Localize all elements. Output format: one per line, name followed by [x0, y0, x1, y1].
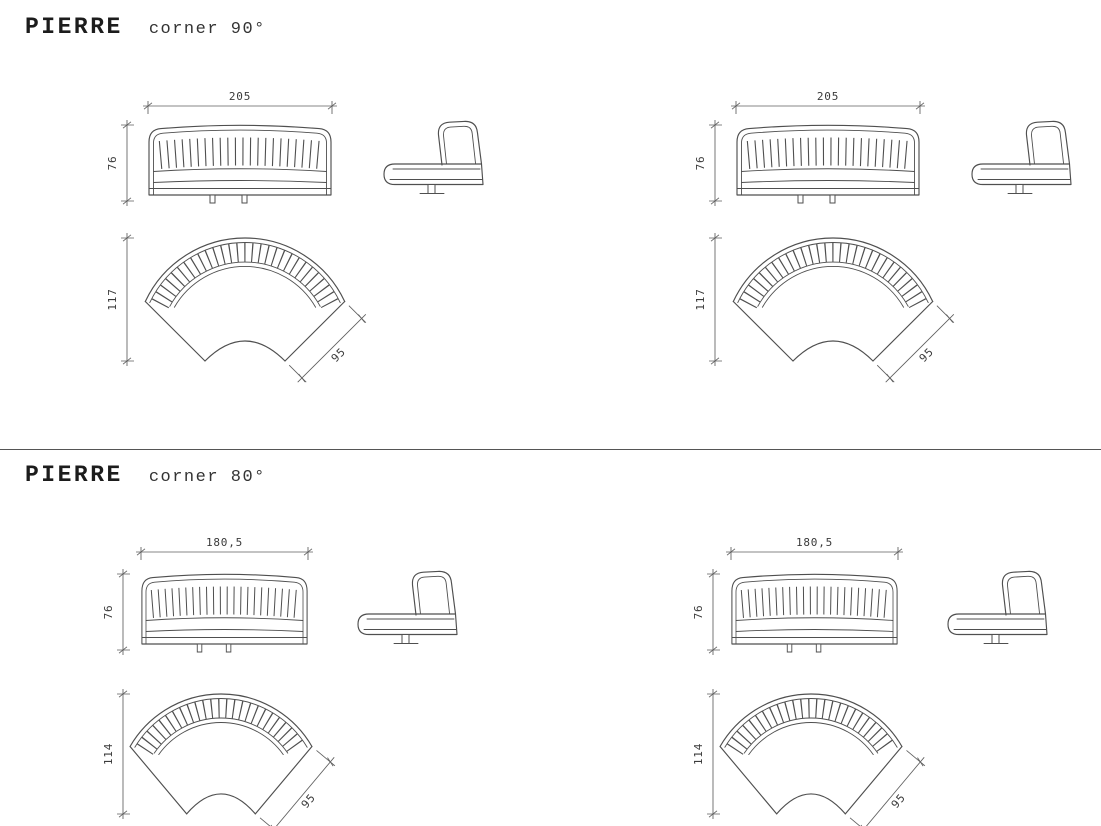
depth-dimension: [117, 689, 130, 819]
front-view: [142, 574, 307, 652]
height-dimension: [707, 569, 720, 655]
section-header-corner-90: PIERRE corner 90°: [25, 14, 266, 40]
dim-label-plan-depth: 117: [694, 288, 707, 310]
depth-dimension: [121, 233, 134, 366]
dim-label-front-height: 76: [692, 605, 705, 620]
height-dimension: [709, 120, 722, 206]
depth-dimension: [707, 689, 720, 819]
width-dimension: [136, 547, 313, 560]
width-dimension: [731, 101, 925, 114]
dim-label-front-height: 76: [106, 156, 119, 171]
dim-label-plan-depth: 117: [106, 288, 119, 310]
dim-label-plan-depth: 114: [692, 743, 705, 765]
dim-label-front-width: 205: [817, 90, 839, 103]
side-view: [947, 570, 1048, 645]
corner-80-module-right: 180,5 76 114 95: [688, 534, 1088, 826]
dim-label-plan-depth: 114: [102, 743, 115, 765]
corner-80-drawing: 180,5 76 114 95: [102, 536, 458, 826]
corner-80-module-left: 180,5 76 114 95: [98, 534, 498, 826]
side-dimension: [259, 750, 336, 826]
plan-view: [720, 694, 902, 814]
front-view: [149, 125, 331, 203]
depth-dimension: [709, 233, 722, 366]
corner-90-module-right: 205 76 117 95: [688, 88, 1088, 404]
corner-90-module-left: 205 76 117 95: [100, 88, 500, 404]
width-dimension: [726, 547, 903, 560]
side-dimension: [876, 305, 955, 383]
dim-label-front-height: 76: [694, 156, 707, 171]
dim-label-front-width: 205: [229, 90, 251, 103]
front-view: [737, 125, 919, 203]
section-header-corner-80: PIERRE corner 80°: [25, 462, 266, 488]
variant-name: corner 90°: [148, 20, 266, 39]
dim-label-front-width: 180,5: [206, 536, 243, 549]
dim-label-front-width: 180,5: [796, 536, 833, 549]
dim-label-plan-side: 95: [299, 791, 319, 811]
plan-view: [130, 694, 312, 814]
product-name: PIERRE: [25, 14, 123, 40]
corner-90-drawing: 205 76 117 95: [106, 90, 484, 383]
side-view: [971, 120, 1072, 195]
product-name: PIERRE: [25, 462, 123, 488]
variant-name: corner 80°: [148, 468, 266, 487]
width-dimension: [143, 101, 337, 114]
plan-view: [733, 238, 932, 361]
side-dimension: [288, 305, 367, 383]
front-view: [732, 574, 897, 652]
corner-90-drawing: 205 76 117 95: [694, 90, 1072, 383]
plan-view: [145, 238, 344, 361]
side-view: [383, 120, 484, 195]
corner-80-drawing: 180,5 76 114 95: [692, 536, 1048, 826]
height-dimension: [121, 120, 134, 206]
dim-label-front-height: 76: [102, 605, 115, 620]
side-dimension: [849, 750, 926, 826]
dim-label-plan-side: 95: [889, 791, 909, 811]
section-divider: [0, 449, 1101, 450]
side-view: [357, 570, 458, 645]
height-dimension: [117, 569, 130, 655]
